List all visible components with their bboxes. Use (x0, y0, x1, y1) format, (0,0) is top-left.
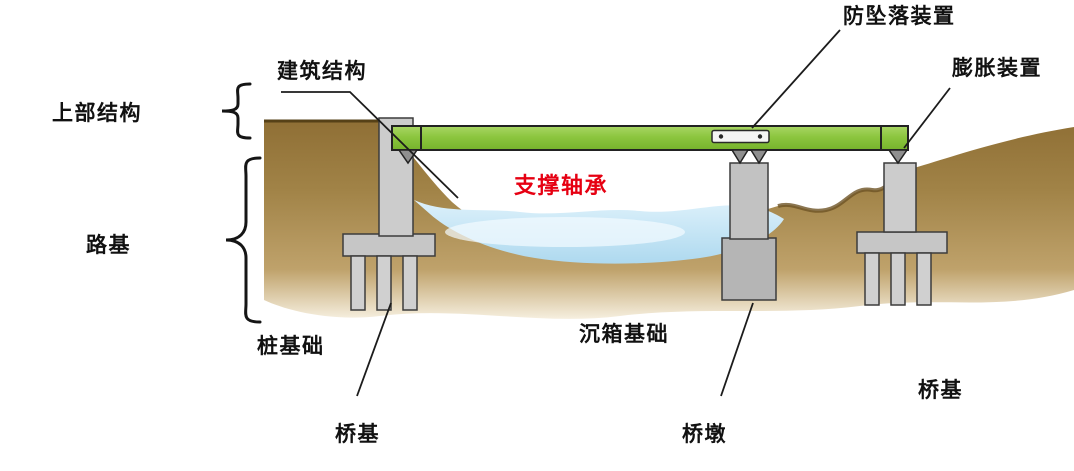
anti-fall-device-box (711, 129, 770, 144)
left-pile-1 (350, 255, 366, 311)
bearing-center-2 (749, 149, 769, 165)
label-bridge-foundation-right: 桥基 (918, 378, 963, 402)
label-pile-foundation: 桩基础 (257, 334, 325, 358)
pointer-pier (720, 302, 754, 397)
left-pile-2 (376, 255, 392, 311)
brace-roadbed (225, 156, 262, 324)
brace-superstructure (221, 82, 252, 140)
label-building-structure: 建筑结构 (277, 59, 367, 83)
label-support-bearing: 支撑轴承 (514, 174, 609, 199)
label-caisson-foundation: 沉箱基础 (579, 322, 669, 346)
caisson (721, 237, 777, 301)
right-pile-1 (864, 252, 880, 306)
left-pile-3 (402, 255, 418, 311)
pointer-expansion-device (903, 87, 951, 149)
label-superstructure: 上部结构 (52, 101, 142, 125)
pointer-anti-fall-device (751, 29, 841, 129)
anti-fall-device-bolt-left (718, 134, 724, 139)
label-bridge-foundation-left: 桥基 (335, 422, 380, 446)
right-abutment-wall (883, 162, 917, 233)
label-anti-fall-device: 防坠落装置 (843, 4, 956, 28)
label-expansion-device: 膨胀装置 (952, 56, 1042, 80)
pointer-bridge-foundation-left (356, 302, 392, 397)
bridge-deck (391, 125, 909, 151)
center-pier-column (729, 162, 769, 240)
label-pier: 桥墩 (682, 422, 727, 446)
label-roadbed: 路基 (86, 233, 131, 257)
right-pile-3 (916, 252, 932, 306)
right-footing (856, 231, 948, 254)
pointer-building-structure (281, 91, 459, 199)
bearing-center-1 (730, 149, 750, 165)
bearing-right (887, 149, 909, 165)
left-footing (342, 233, 436, 257)
water-highlight (445, 217, 685, 247)
right-pile-2 (890, 252, 906, 306)
anti-fall-device-bolt-right (757, 134, 763, 139)
